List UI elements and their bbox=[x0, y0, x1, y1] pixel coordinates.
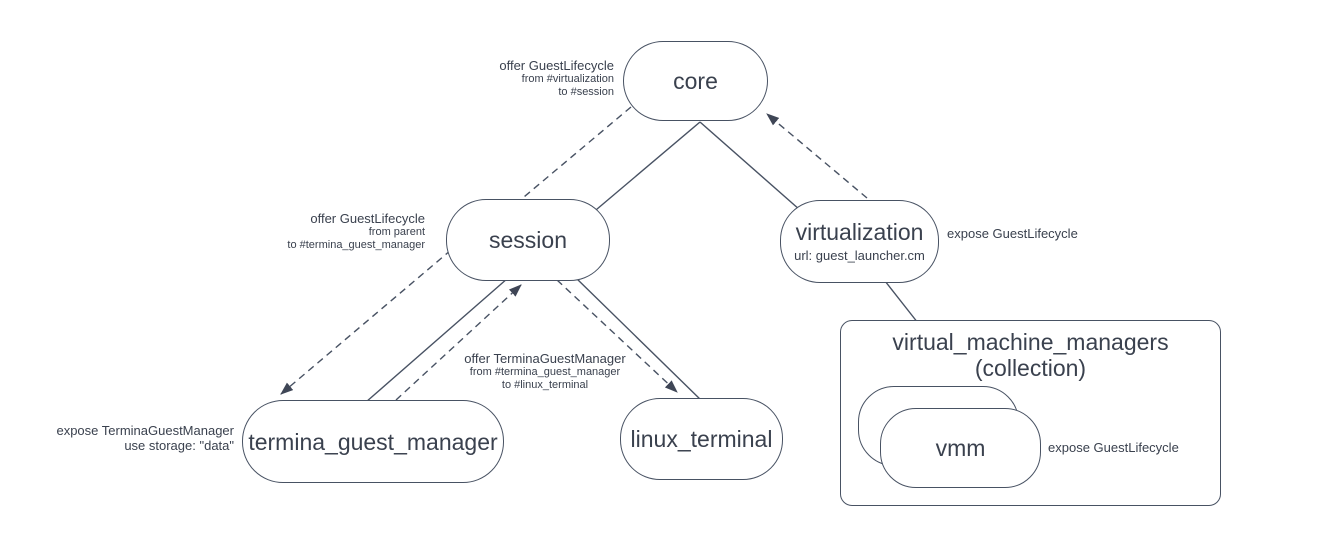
edge-session-linux-terminal bbox=[574, 276, 705, 404]
annotation-line: offer TerminaGuestManager bbox=[464, 351, 626, 366]
node-session: session bbox=[446, 199, 610, 281]
node-linux-terminal-label: linux_terminal bbox=[630, 426, 773, 452]
annotation-line: offer GuestLifecycle bbox=[499, 58, 614, 73]
edge-session-termina-guest-manager bbox=[365, 277, 509, 403]
vmm-collection-subtitle: (collection) bbox=[974, 355, 1087, 381]
node-virtualization-label: virtualization bbox=[795, 219, 924, 245]
annotation-line: from parent bbox=[368, 226, 425, 238]
annotation-line: from #virtualization bbox=[521, 73, 614, 85]
edge-virtualization-vmm-collection bbox=[884, 280, 919, 324]
node-core: core bbox=[623, 41, 768, 121]
node-session-label: session bbox=[489, 227, 567, 253]
edge-core-virtualization bbox=[699, 121, 801, 211]
node-core-label: core bbox=[673, 68, 718, 94]
edge-offer-terminaguestmanager-session-to-linux-terminal bbox=[556, 279, 678, 393]
node-virtualization: virtualization url: guest_launcher.cm bbox=[780, 200, 939, 283]
annotation-line: use storage: "data" bbox=[124, 438, 234, 453]
annotation-line: expose GuestLifecycle bbox=[947, 226, 1078, 241]
vmm-collection-title: virtual_machine_managers bbox=[892, 329, 1169, 355]
annotation-offer-guestlifecycle-to-session: offer GuestLifecycle from #virtualizatio… bbox=[499, 58, 614, 99]
annotation-line: from #termina_guest_manager bbox=[469, 366, 621, 378]
edge-offer-guestlifecycle-core-to-session bbox=[511, 106, 632, 208]
edge-expose-terminaguestmanager-termina-to-session bbox=[395, 284, 522, 401]
edge-core-session bbox=[589, 121, 701, 216]
node-linux-terminal: linux_terminal bbox=[620, 398, 783, 480]
annotation-offer-terminaguestmanager-to-linux-terminal: offer TerminaGuestManager from #termina_… bbox=[455, 351, 635, 392]
annotation-expose-terminaguestmanager: expose TerminaGuestManager use storage: … bbox=[56, 423, 234, 453]
annotation-line: to #session bbox=[558, 86, 614, 98]
node-vmm-label: vmm bbox=[935, 435, 986, 461]
edge-offer-guestlifecycle-parent-to-termina-guest-manager bbox=[280, 249, 452, 395]
annotation-expose-guestlifecycle-vmm: expose GuestLifecycle bbox=[1048, 440, 1179, 455]
node-termina-guest-manager-label: termina_guest_manager bbox=[248, 428, 498, 455]
edge-expose-guestlifecycle-virtualization-to-core bbox=[766, 113, 868, 199]
annotation-line: expose GuestLifecycle bbox=[1048, 440, 1179, 455]
annotation-offer-guestlifecycle-to-termina: offer GuestLifecycle from parent to #ter… bbox=[287, 211, 425, 252]
annotation-line: to #linux_terminal bbox=[501, 379, 589, 391]
annotation-expose-guestlifecycle-virtualization: expose GuestLifecycle bbox=[947, 226, 1078, 241]
annotation-line: offer GuestLifecycle bbox=[310, 211, 425, 226]
annotation-line: to #termina_guest_manager bbox=[287, 239, 425, 251]
annotation-line: expose TerminaGuestManager bbox=[56, 423, 234, 438]
node-termina-guest-manager: termina_guest_manager bbox=[242, 400, 504, 483]
node-virtualization-url: url: guest_launcher.cm bbox=[794, 248, 925, 263]
node-vmm: vmm bbox=[880, 408, 1041, 488]
